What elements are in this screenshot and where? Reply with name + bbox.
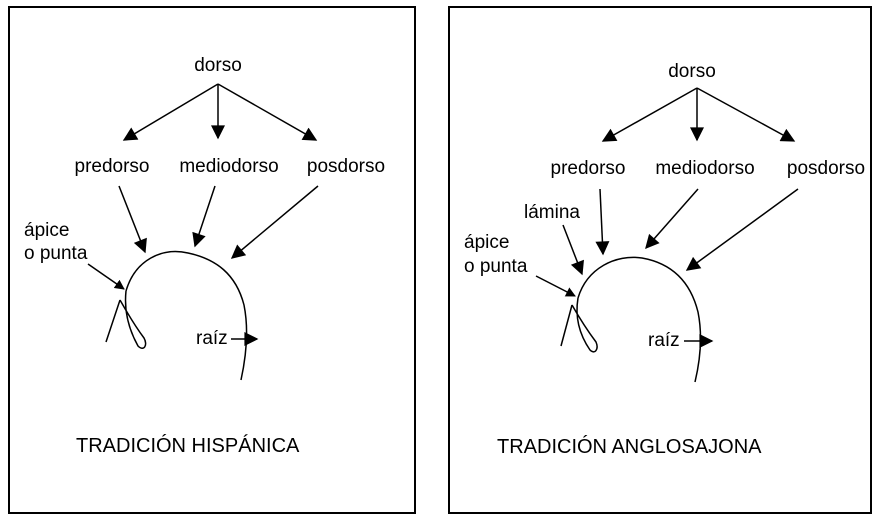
label-posdorso: posdorso bbox=[787, 158, 865, 179]
label-posdorso: posdorso bbox=[307, 156, 385, 177]
arrow-mediodorso-to-tongue bbox=[192, 185, 216, 248]
arrow-dorso-to-predorso bbox=[601, 87, 698, 142]
left-diagram: dorso predorso mediodorso posdorso ápice… bbox=[24, 55, 385, 457]
label-apice: ápice bbox=[24, 220, 69, 241]
arrow-lamina bbox=[562, 224, 584, 276]
arrow-dorso-to-predorso bbox=[122, 83, 219, 141]
label-raiz: raíz bbox=[648, 330, 680, 351]
arrow-posdorso-to-tongue bbox=[685, 188, 799, 271]
label-predorso: predorso bbox=[551, 158, 626, 179]
label-o-punta: o punta bbox=[464, 256, 528, 277]
label-apice: ápice bbox=[464, 232, 509, 253]
arrow-mediodorso-to-tongue bbox=[645, 188, 699, 250]
label-lamina: lámina bbox=[524, 202, 580, 223]
label-dorso: dorso bbox=[668, 61, 716, 82]
label-predorso: predorso bbox=[75, 156, 150, 177]
arrow-dorso-to-posdorso bbox=[696, 87, 796, 142]
arrow-predorso-to-tongue bbox=[118, 185, 147, 254]
arrow-dorso-to-posdorso bbox=[217, 83, 318, 141]
panel-tradicion-anglosajona bbox=[448, 6, 872, 514]
tongue-outline bbox=[577, 256, 702, 383]
caption-hispanica: TRADICIÓN HISPÁNICA bbox=[76, 434, 300, 457]
arrow-apice bbox=[87, 263, 125, 290]
panel-tradicion-hispanica bbox=[8, 6, 416, 514]
label-mediodorso: mediodorso bbox=[655, 158, 754, 179]
arrow-apice bbox=[535, 275, 576, 297]
label-dorso: dorso bbox=[194, 55, 242, 76]
tongue-tip bbox=[571, 297, 598, 353]
tongue-outline bbox=[125, 250, 248, 381]
caption-anglosajona: TRADICIÓN ANGLOSAJONA bbox=[497, 435, 762, 458]
arrow-posdorso-to-tongue bbox=[230, 185, 319, 259]
frenulum-line bbox=[105, 299, 121, 343]
tongue-tip bbox=[119, 290, 147, 350]
frenulum-line bbox=[560, 304, 573, 347]
arrow-predorso-to-tongue bbox=[595, 188, 610, 256]
right-diagram: dorso predorso mediodorso posdorso lámin… bbox=[464, 61, 865, 458]
label-mediodorso: mediodorso bbox=[179, 156, 278, 177]
label-o-punta: o punta bbox=[24, 243, 88, 264]
label-raiz: raíz bbox=[196, 328, 228, 349]
